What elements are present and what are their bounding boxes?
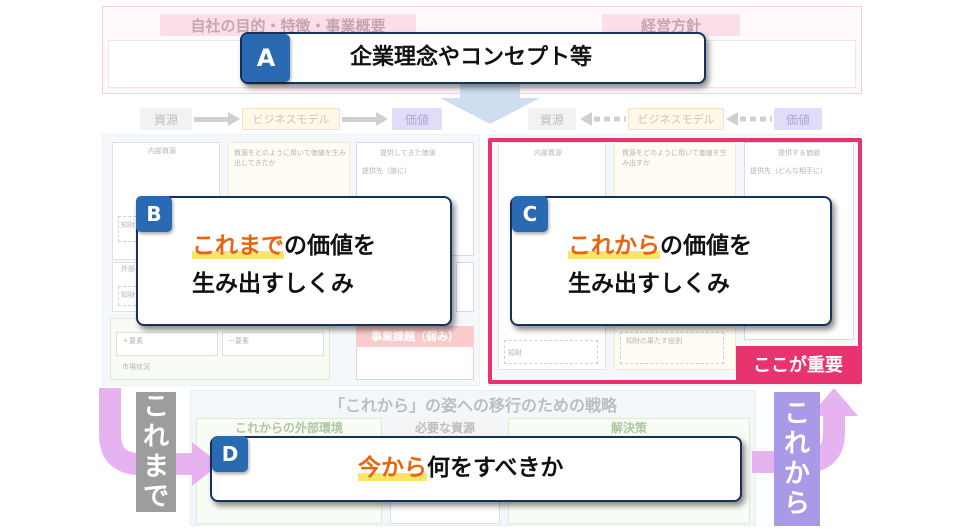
arrow-left-icon <box>580 112 626 126</box>
callout-b-line2: 生み出すしくみ <box>192 271 354 297</box>
callout-a-text: 企業理念やコンセプト等 <box>350 45 593 70</box>
left-issue-label: 事業課題（弱み） <box>356 326 474 346</box>
solution-label: 解決策 <box>610 420 647 435</box>
korekara-char: れ <box>783 429 810 459</box>
callout-d-highlight: 今から <box>358 455 427 481</box>
arrow-right-icon <box>342 112 388 126</box>
right-knowledge-label: 知財 <box>508 349 522 357</box>
flow-resource-left: 資源 <box>140 108 192 130</box>
important-badge: ここが重要 <box>736 346 860 382</box>
koremade-char: で <box>142 482 169 512</box>
flow-value-right: 価値 <box>774 108 822 130</box>
strategy-title: 「これから」の姿への移行のための戦略 <box>328 396 617 415</box>
future-highlight-frame <box>488 138 862 384</box>
callout-c-rest: の価値を <box>660 233 752 259</box>
arrow-left-icon <box>726 112 772 126</box>
title-right: 経営方針 <box>602 14 740 36</box>
right-role-label: 知財の果たす役割 <box>626 337 682 345</box>
needed-resources-label: 必要な資源 <box>390 418 500 436</box>
left-knowledge-label: 知財 <box>121 221 135 229</box>
callout-c-line1: これからの価値を <box>568 226 752 266</box>
callout-a <box>240 32 706 84</box>
left-external-label: 外部 <box>121 265 135 273</box>
left-howused-label: 資源をどのように用いて価値を生み出してきたか <box>234 149 346 167</box>
title-left: 自社の目的・特徴・事業概要 <box>160 14 416 36</box>
left-minus-box <box>222 332 324 356</box>
right-value-label: 提供する価値 <box>778 149 820 157</box>
flow-value-left: 価値 <box>392 108 442 130</box>
left-plus-label: ＋要素 <box>122 337 143 345</box>
left-internal-label: 内部資源 <box>148 147 176 155</box>
callout-c-line2: 生み出すしくみ <box>568 271 730 297</box>
right-internal-label: 内部資源 <box>534 149 562 157</box>
left-knowledge-label-2: 知財 <box>121 291 135 299</box>
callout-d-rest: 何をすべきか <box>427 455 564 481</box>
left-value-label: 提供してきた価値 <box>380 149 436 157</box>
left-providedto-label: 提供先（誰に） <box>362 167 411 175</box>
left-minus-label: －要素 <box>228 337 249 345</box>
koremade-char: こ <box>142 392 169 422</box>
callout-c-badge: C <box>512 196 548 232</box>
left-issue-box <box>356 346 474 380</box>
right-role-box <box>620 332 724 364</box>
koremade-label: こ れ ま で <box>136 392 176 512</box>
right-knowledge-box <box>504 340 598 364</box>
flow-resource-right: 資源 <box>528 108 576 130</box>
korekara-char: か <box>783 459 810 489</box>
callout-d-badge: D <box>212 436 248 472</box>
left-market-label: 市場状況 <box>122 363 150 371</box>
callout-b-rest: の価値を <box>284 233 376 259</box>
callout-d-text: 今から何をすべきか <box>358 448 563 488</box>
flow-bm-right: ビジネスモデル <box>628 108 724 130</box>
callout-b-line1: これまでの価値を <box>192 226 376 266</box>
callout-b-highlight: これまで <box>192 233 284 259</box>
arrow-down-icon <box>440 82 540 124</box>
callout-c-highlight: これから <box>568 233 660 259</box>
left-value-box-2 <box>456 262 474 312</box>
korekara-char: ら <box>783 489 810 519</box>
right-howused-label: 資源をどのように用いて価値を生み出すか <box>622 149 727 167</box>
callout-c <box>510 196 832 326</box>
korekara-label: こ れ か ら <box>774 392 820 526</box>
future-env-label: これからの外部環境 <box>234 420 343 435</box>
callout-a-badge: A <box>242 34 290 82</box>
koremade-char: ま <box>142 452 169 482</box>
right-providedto-label: 提供先（どんな相手に） <box>750 167 827 175</box>
callout-d <box>210 436 742 502</box>
flow-bm-left: ビジネスモデル <box>242 108 340 130</box>
callout-b <box>136 196 452 326</box>
left-plus-box <box>116 332 218 356</box>
korekara-char: こ <box>783 399 810 429</box>
arrow-right-icon <box>194 112 240 126</box>
koremade-char: れ <box>142 422 169 452</box>
callout-b-badge: B <box>136 196 172 232</box>
